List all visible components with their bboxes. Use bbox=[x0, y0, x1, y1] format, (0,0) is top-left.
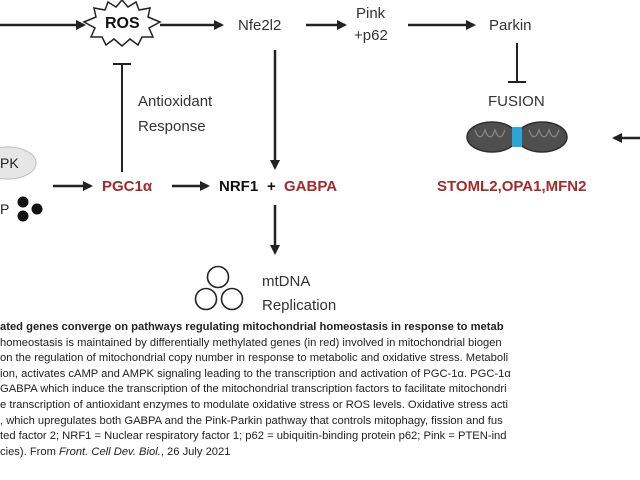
figure-caption: ated genes converge on pathways regulati… bbox=[0, 320, 640, 480]
camp-label: P bbox=[0, 201, 10, 217]
caption-title: ated genes converge on pathways regulati… bbox=[0, 321, 504, 333]
caption-line: GABPA which induce the transcription of … bbox=[0, 383, 507, 396]
gabpa-label: GABPA bbox=[284, 178, 338, 195]
camp-dot bbox=[17, 210, 29, 222]
pathway-svg bbox=[0, 0, 640, 311]
caption-line: e transcription of antioxidant enzymes t… bbox=[0, 398, 509, 411]
pathway-diagram: ROS Nfe2l2 Pink +p62 Parkin FUSION Antio… bbox=[0, 0, 640, 314]
mtdna-label: mtDNA bbox=[262, 273, 311, 290]
p62-label: +p62 bbox=[354, 27, 388, 44]
response-label: Response bbox=[138, 118, 206, 135]
fusion-label: FUSION bbox=[488, 93, 545, 110]
camp-dot bbox=[17, 196, 29, 208]
caption-line: homeostasis is maintained by differentia… bbox=[0, 336, 502, 349]
pink-label: Pink bbox=[356, 5, 386, 22]
ampk-ellipse bbox=[0, 146, 37, 180]
journal-name: Front. Cell Dev. Biol. bbox=[59, 445, 161, 458]
replication-label: Replication bbox=[262, 297, 337, 314]
caption-citation-prefix: cies). From bbox=[0, 445, 60, 458]
caption-citation-line: cies). From Front. Cell Dev. Biol., 26 J… bbox=[0, 445, 640, 461]
mtdna-circle bbox=[206, 265, 230, 289]
parkin-label: Parkin bbox=[489, 17, 532, 34]
antioxidant-label: Antioxidant bbox=[138, 93, 213, 110]
caption-line: , which upregulates both GABPA and the P… bbox=[0, 414, 503, 427]
caption-line: ted factor 2; NRF1 = Nuclear respiratory… bbox=[0, 430, 507, 443]
ros-label: ROS bbox=[105, 15, 140, 32]
ros-starburst-shape bbox=[82, 0, 162, 47]
camp-dot bbox=[31, 203, 43, 215]
plus-sign: + bbox=[267, 178, 276, 195]
caption-line: ion, activates cAMP and AMPK signaling l… bbox=[0, 367, 511, 380]
caption-line: on the regulation of mitochondrial copy … bbox=[0, 352, 509, 365]
nrf1-label: NRF1 bbox=[219, 178, 259, 195]
ampk-label: PK bbox=[0, 155, 19, 171]
stoml2-opa1-mfn2-label: STOML2,OPA1,MFN2 bbox=[437, 178, 587, 195]
mitochondria-fusion-icon bbox=[466, 121, 568, 153]
pgc1a-label: PGC1α bbox=[102, 178, 153, 195]
caption-citation-date: , 26 July 2021 bbox=[160, 445, 231, 458]
mtdna-circle bbox=[220, 287, 244, 311]
nfe2l2-label: Nfe2l2 bbox=[238, 17, 282, 34]
mtdna-circle bbox=[194, 287, 218, 311]
